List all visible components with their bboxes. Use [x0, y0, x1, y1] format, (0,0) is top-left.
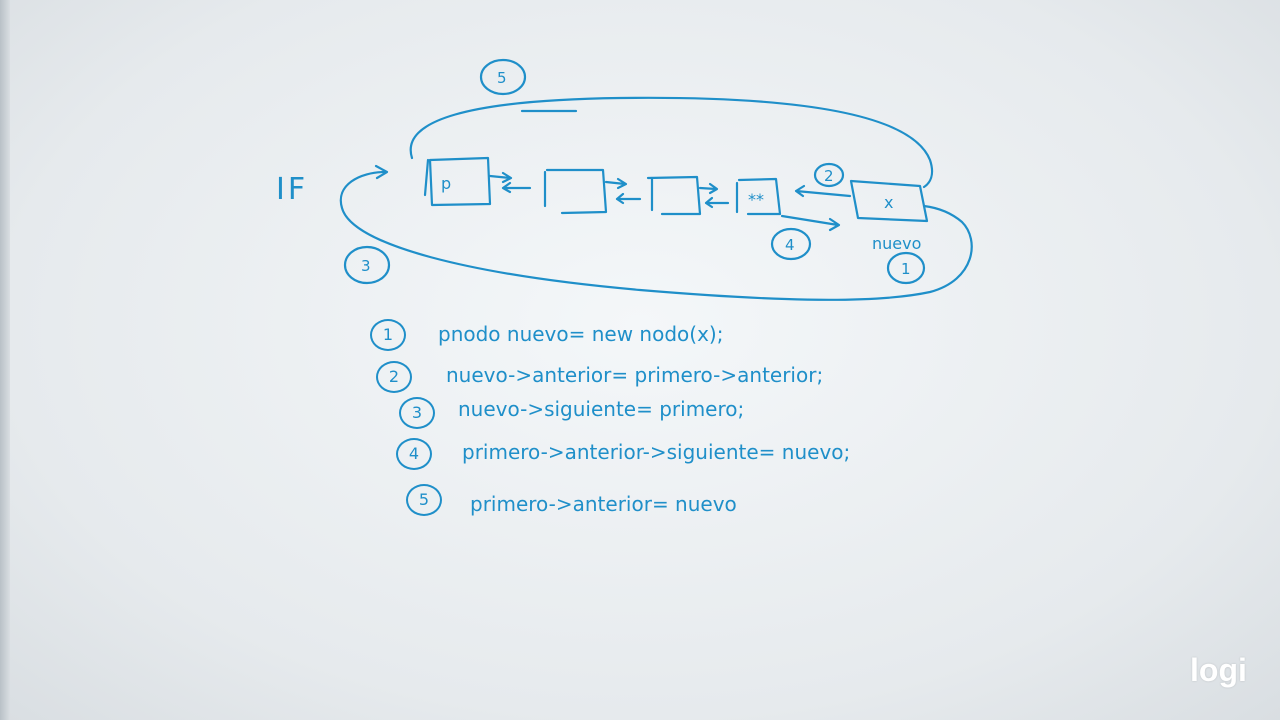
step-5-code: primero->anterior= nuevo — [470, 492, 737, 516]
arrow-prev-3 — [704, 196, 730, 209]
node-p-divider — [423, 158, 430, 197]
if-label: IF — [276, 172, 308, 207]
marker-1-ring — [886, 251, 926, 285]
arrow-next-2 — [604, 177, 628, 190]
marker-4-ring — [770, 227, 812, 261]
node-p-label: p — [441, 174, 451, 193]
arrow-next-1 — [488, 171, 513, 184]
marker-5-ring — [479, 58, 527, 96]
arrow-step-4 — [780, 214, 841, 232]
loop-step-3 — [339, 170, 973, 301]
node-2 — [545, 168, 608, 215]
arrow-prev-2 — [615, 192, 642, 205]
step-2-code: nuevo->anterior= primero->anterior; — [446, 363, 824, 387]
node-p — [428, 156, 492, 207]
whiteboard-frame-edge — [0, 0, 10, 720]
step-1-code: pnodo nuevo= new nodo(x); — [438, 322, 724, 346]
arrow-prev-1 — [501, 181, 532, 194]
node-new-label: x — [884, 193, 893, 212]
node-3 — [646, 175, 702, 216]
marker-3-ring — [343, 245, 391, 285]
marker-2-ring — [813, 162, 845, 188]
loop-step-3-arrowhead — [374, 164, 389, 180]
marker-2: 2 — [824, 167, 834, 185]
step-3-number: 3 — [399, 397, 435, 429]
step-4-code: primero->anterior->siguiente= nuevo; — [462, 440, 851, 464]
marker-1: 1 — [901, 260, 911, 278]
step-3-code: nuevo->siguiente= primero; — [458, 397, 745, 421]
step-4-number: 4 — [396, 438, 432, 470]
loop-step-5 — [409, 96, 934, 189]
node-4-label: ** — [748, 190, 764, 209]
step-2-number: 2 — [376, 361, 412, 393]
marker-4: 4 — [785, 236, 795, 254]
node-new — [849, 179, 929, 223]
arrow-step-2 — [794, 184, 852, 198]
marker-5: 5 — [497, 69, 507, 87]
camera-brand-logo: logi — [1190, 652, 1247, 688]
node-new-caption: nuevo — [872, 234, 921, 253]
node-4 — [737, 177, 782, 216]
step-5-number: 5 — [406, 484, 442, 516]
arrow-next-3 — [698, 182, 719, 195]
marker-3: 3 — [361, 257, 371, 275]
step-1-number: 1 — [370, 319, 406, 351]
